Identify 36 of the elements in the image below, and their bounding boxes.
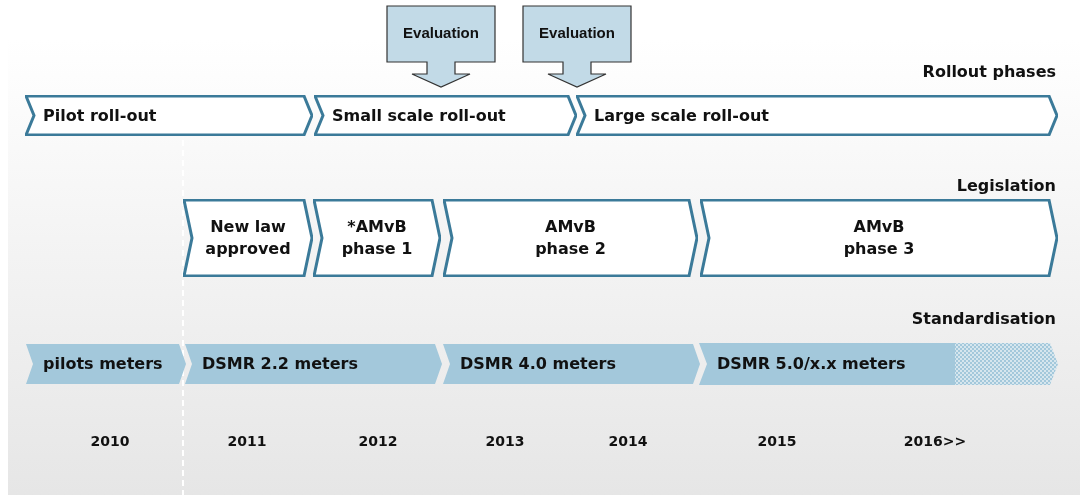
phase-band <box>699 343 1058 385</box>
node-label: AMvB phase 3 <box>842 216 916 260</box>
phase-band <box>184 343 443 385</box>
phase-band <box>25 343 187 385</box>
year-label: 2013 <box>485 432 525 451</box>
phase-band <box>25 95 313 136</box>
node-label: *AMvB phase 1 <box>340 216 414 260</box>
node-label: Evaluation <box>539 23 615 44</box>
node-label: pilots meters <box>43 353 163 375</box>
year-label: 2014 <box>608 432 648 451</box>
node-label: DSMR 5.0/x.x meters <box>717 353 906 375</box>
phase-band <box>183 199 313 277</box>
callout-arrow <box>522 5 632 88</box>
phase-band <box>442 343 701 385</box>
node-label: AMvB phase 2 <box>534 216 607 260</box>
callout-arrow <box>386 5 496 88</box>
year-label: 2010 <box>90 432 130 451</box>
section-heading: Rollout phases <box>922 61 1056 83</box>
section-heading: Legislation <box>956 175 1056 197</box>
node-label: Large scale roll-out <box>594 104 769 127</box>
phase-band <box>700 199 1058 277</box>
phase-band <box>314 95 577 136</box>
node-label: New law approved <box>204 216 292 260</box>
node-label: DSMR 2.2 meters <box>202 353 358 375</box>
year-label: 2016>> <box>903 432 967 451</box>
node-label: DSMR 4.0 meters <box>460 353 616 375</box>
year-label: 2011 <box>227 432 267 451</box>
phase-band <box>443 199 698 277</box>
phase-band <box>576 95 1058 136</box>
year-label: 2012 <box>358 432 398 451</box>
section-heading: Standardisation <box>911 308 1056 330</box>
node-label: Small scale roll-out <box>332 104 506 127</box>
node-label: Evaluation <box>403 23 479 44</box>
node-label: Pilot roll-out <box>43 104 157 127</box>
phase-band <box>313 199 441 277</box>
year-label: 2015 <box>757 432 797 451</box>
